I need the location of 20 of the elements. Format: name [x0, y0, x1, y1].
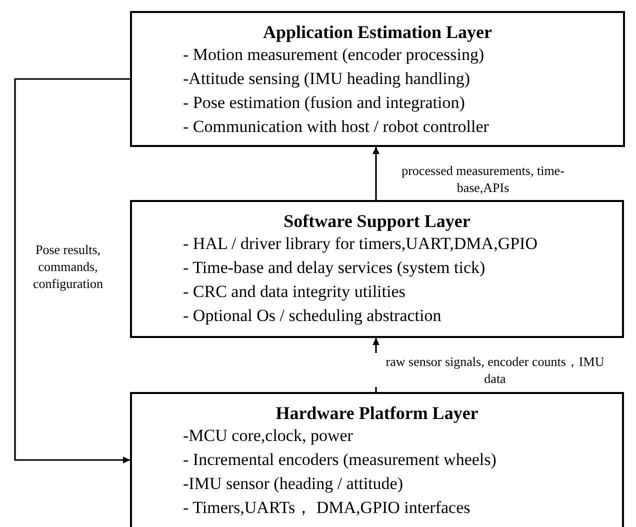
bullet-item: - CRC and data integrity utilities — [183, 281, 406, 303]
arrow — [14, 78, 130, 464]
bullet-item: - Communication with host / robot controller — [183, 116, 489, 138]
bullet-item: -MCU core,clock, power — [183, 425, 353, 447]
layer-box — [130, 392, 624, 527]
layer-box — [130, 11, 625, 147]
bullet-item: - Motion measurement (encoder processing) — [183, 44, 484, 66]
bullet-item: - Pose estimation (fusion and integration) — [183, 92, 465, 114]
bullet-item: -IMU sensor (heading / attitude) — [183, 473, 403, 495]
bullet-item: - Time-base and delay services (system tick) — [183, 257, 486, 279]
layer-heading: Hardware Platform Layer — [274, 402, 480, 424]
arrow — [372, 147, 380, 200]
bullet-item: - Timers,UARTs， DMA,GPIO interfaces — [183, 497, 470, 519]
layer-heading: Software Support Layer — [282, 210, 472, 232]
layer-box — [130, 200, 624, 338]
bullet-item: - Incremental encoders (measurement wheels) — [183, 449, 496, 471]
bullet-item: - Optional Os / scheduling abstraction — [183, 305, 442, 327]
bullet-item: -Attitude sensing (IMU heading handling) — [183, 68, 470, 90]
bullet-item: - HAL / driver library for timers,UART,DMA,GPIO — [183, 233, 538, 255]
layer-heading: Application Estimation Layer — [262, 21, 493, 43]
